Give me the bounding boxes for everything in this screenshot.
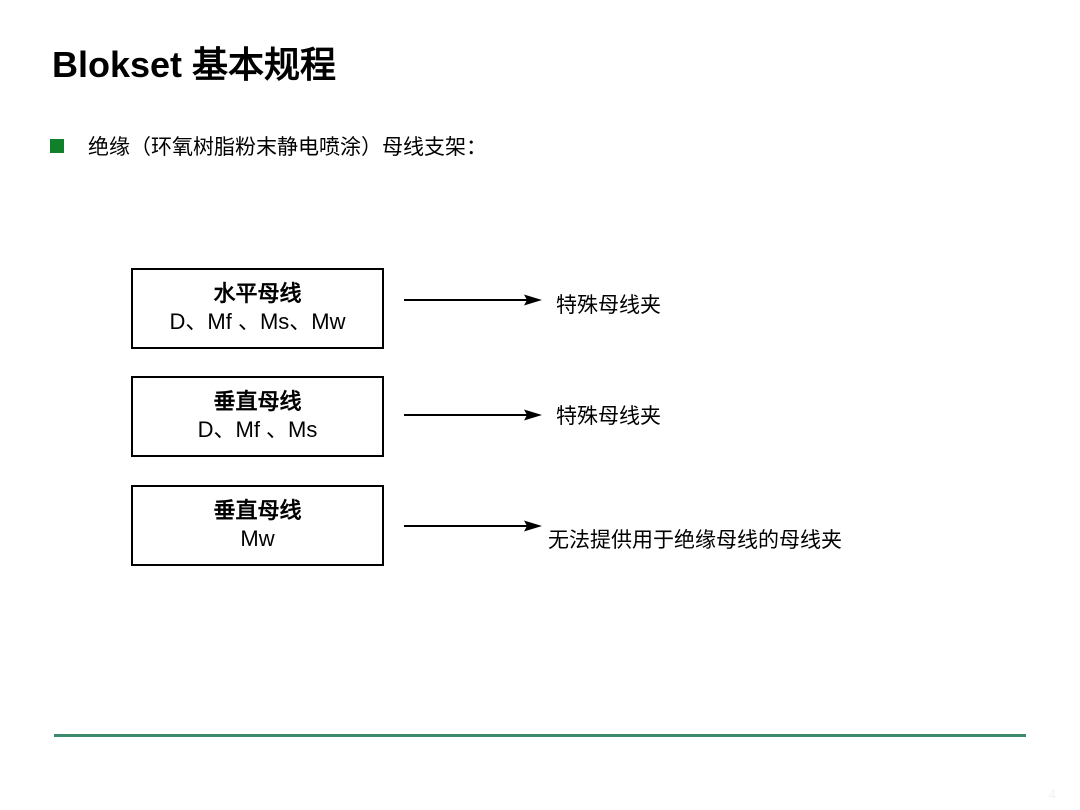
flow-box-title: 垂直母线 bbox=[213, 388, 302, 415]
flow-result-label-2: 特殊母线夹 bbox=[556, 404, 661, 428]
green-square-bullet-icon bbox=[50, 139, 64, 153]
bullet-text: 绝缘（环氧树脂粉末静电喷涂）母线支架： bbox=[88, 135, 487, 159]
right-arrow-icon-1 bbox=[404, 292, 544, 308]
footer-divider bbox=[54, 734, 1026, 737]
right-arrow-icon-3 bbox=[404, 518, 544, 534]
flow-box-title: 水平母线 bbox=[213, 280, 302, 307]
right-arrow-icon-2 bbox=[404, 407, 544, 423]
bullet-row: 绝缘（环氧树脂粉末静电喷涂）母线支架： bbox=[50, 131, 487, 161]
flow-box-subtitle: D、Mf 、Ms、Mw bbox=[169, 308, 346, 334]
flow-box-subtitle: Mw bbox=[240, 525, 275, 551]
flow-result-label-1: 特殊母线夹 bbox=[556, 293, 661, 317]
flow-box-vertical-busbar-dmfms: 垂直母线 D、Mf 、Ms bbox=[131, 376, 384, 457]
flow-box-vertical-busbar-mw: 垂直母线 Mw bbox=[131, 485, 384, 566]
flow-box-title: 垂直母线 bbox=[213, 497, 302, 524]
page-title: Blokset 基本规程 bbox=[52, 44, 337, 85]
flow-box-subtitle: D、Mf 、Ms bbox=[197, 416, 318, 442]
flow-box-horizontal-busbar: 水平母线 D、Mf 、Ms、Mw bbox=[131, 268, 384, 349]
page-number: 4 bbox=[1048, 786, 1056, 802]
flow-result-label-3: 无法提供用于绝缘母线的母线夹 bbox=[548, 528, 842, 552]
